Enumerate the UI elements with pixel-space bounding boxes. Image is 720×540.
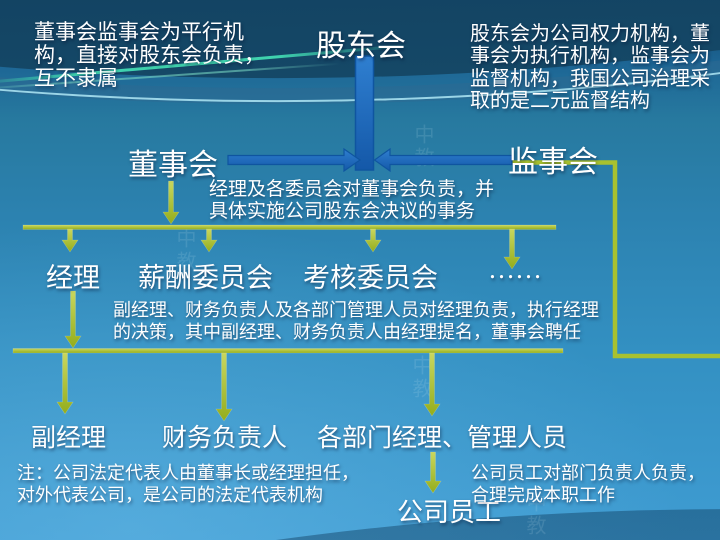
node-assessment-committee: 考核委员会 xyxy=(303,263,438,293)
node-board: 董事会 xyxy=(128,149,218,182)
annotation-line: 董事会监事会为平行机 xyxy=(34,20,244,44)
org-line-board-level xyxy=(22,224,557,230)
annotation-line: 注：公司法定代表人由董事长或经理担任， xyxy=(17,463,359,483)
annotation-line: 对外代表公司，是公司的法定代表机构 xyxy=(17,485,323,505)
node-manager: 经理 xyxy=(46,263,100,293)
node-ellipsis: …… xyxy=(488,254,542,284)
arrow-to-staff xyxy=(424,451,442,494)
annotation-line: 互不隶属 xyxy=(34,66,118,90)
annotation-manager-duty: 副经理、财务负责人及各部门管理人员对经理负责，执行经理 的决策，其中副经理、财务… xyxy=(113,299,599,343)
arrow-to-manager xyxy=(61,228,79,253)
annotation-line: 具体实施公司股东会决议的事务 xyxy=(209,201,476,222)
node-supervisory: 监事会 xyxy=(508,146,598,179)
annotation-line: 合理完成本职工作 xyxy=(471,485,615,505)
annotation-line: 股东会为公司权力机构，董 xyxy=(470,23,710,45)
node-deputy-manager: 副经理 xyxy=(31,425,107,452)
node-shareholders: 股东会 xyxy=(316,30,406,63)
annotation-legal-note: 注：公司法定代表人由董事长或经理担任， 对外代表公司，是公司的法定代表机构 xyxy=(17,462,359,506)
annotation-line: 经理及各委员会对董事会负责，并 xyxy=(209,179,495,200)
node-dept-managers: 各部门经理、管理人员 xyxy=(317,425,568,452)
arrow-manager-to-line xyxy=(64,290,82,349)
arrow-supervisory-to-shareholders xyxy=(373,147,513,173)
node-staff: 公司员工 xyxy=(397,498,502,527)
node-compensation-committee: 薪酬委员会 xyxy=(138,263,273,293)
annotation-line: 的决策，其中副经理、财务负责人由经理提名，董事会聘任 xyxy=(113,322,581,342)
arrow-to-ellipsis xyxy=(503,228,521,270)
node-finance-officer: 财务负责人 xyxy=(162,425,288,452)
annotation-top-left: 董事会监事会为平行机 构，直接对股东会负责， 互不隶属 xyxy=(34,21,265,90)
annotation-staff-duty: 公司员工对部门负责人负责， 合理完成本职工作 xyxy=(471,462,705,506)
annotation-line: 监督机构，我国公司治理采 xyxy=(470,67,710,90)
arrow-to-finance-officer xyxy=(215,352,233,422)
arrow-board-to-shareholders xyxy=(227,147,362,173)
annotation-board-duty: 经理及各委员会对董事会负责，并 具体实施公司股东会决议的事务 xyxy=(209,179,494,223)
arrow-to-dept-managers xyxy=(423,352,441,417)
arrow-to-assessment-committee xyxy=(364,228,382,253)
annotation-top-right: 股东会为公司权力机构，董 事会为执行机构，监事会为 监督机构，我国公司治理采 取… xyxy=(470,23,710,112)
annotation-line: 事会为执行机构，监事会为 xyxy=(470,45,710,68)
arrow-to-deputy-manager xyxy=(56,352,74,415)
shareholders-stem-bar xyxy=(354,55,375,171)
connector-supervisory-elbow-line xyxy=(510,160,720,359)
org-line-manager-level xyxy=(12,348,564,354)
annotation-line: 公司员工对部门负责人负责， xyxy=(471,463,705,483)
arrow-board-to-line xyxy=(162,180,180,225)
annotation-line: 构，直接对股东会负责， xyxy=(34,43,265,67)
annotation-line: 副经理、财务负责人及各部门管理人员对经理负责，执行经理 xyxy=(113,300,599,320)
arrow-to-compensation-committee xyxy=(200,228,218,253)
annotation-line: 取的是二元监督结构 xyxy=(470,89,650,112)
